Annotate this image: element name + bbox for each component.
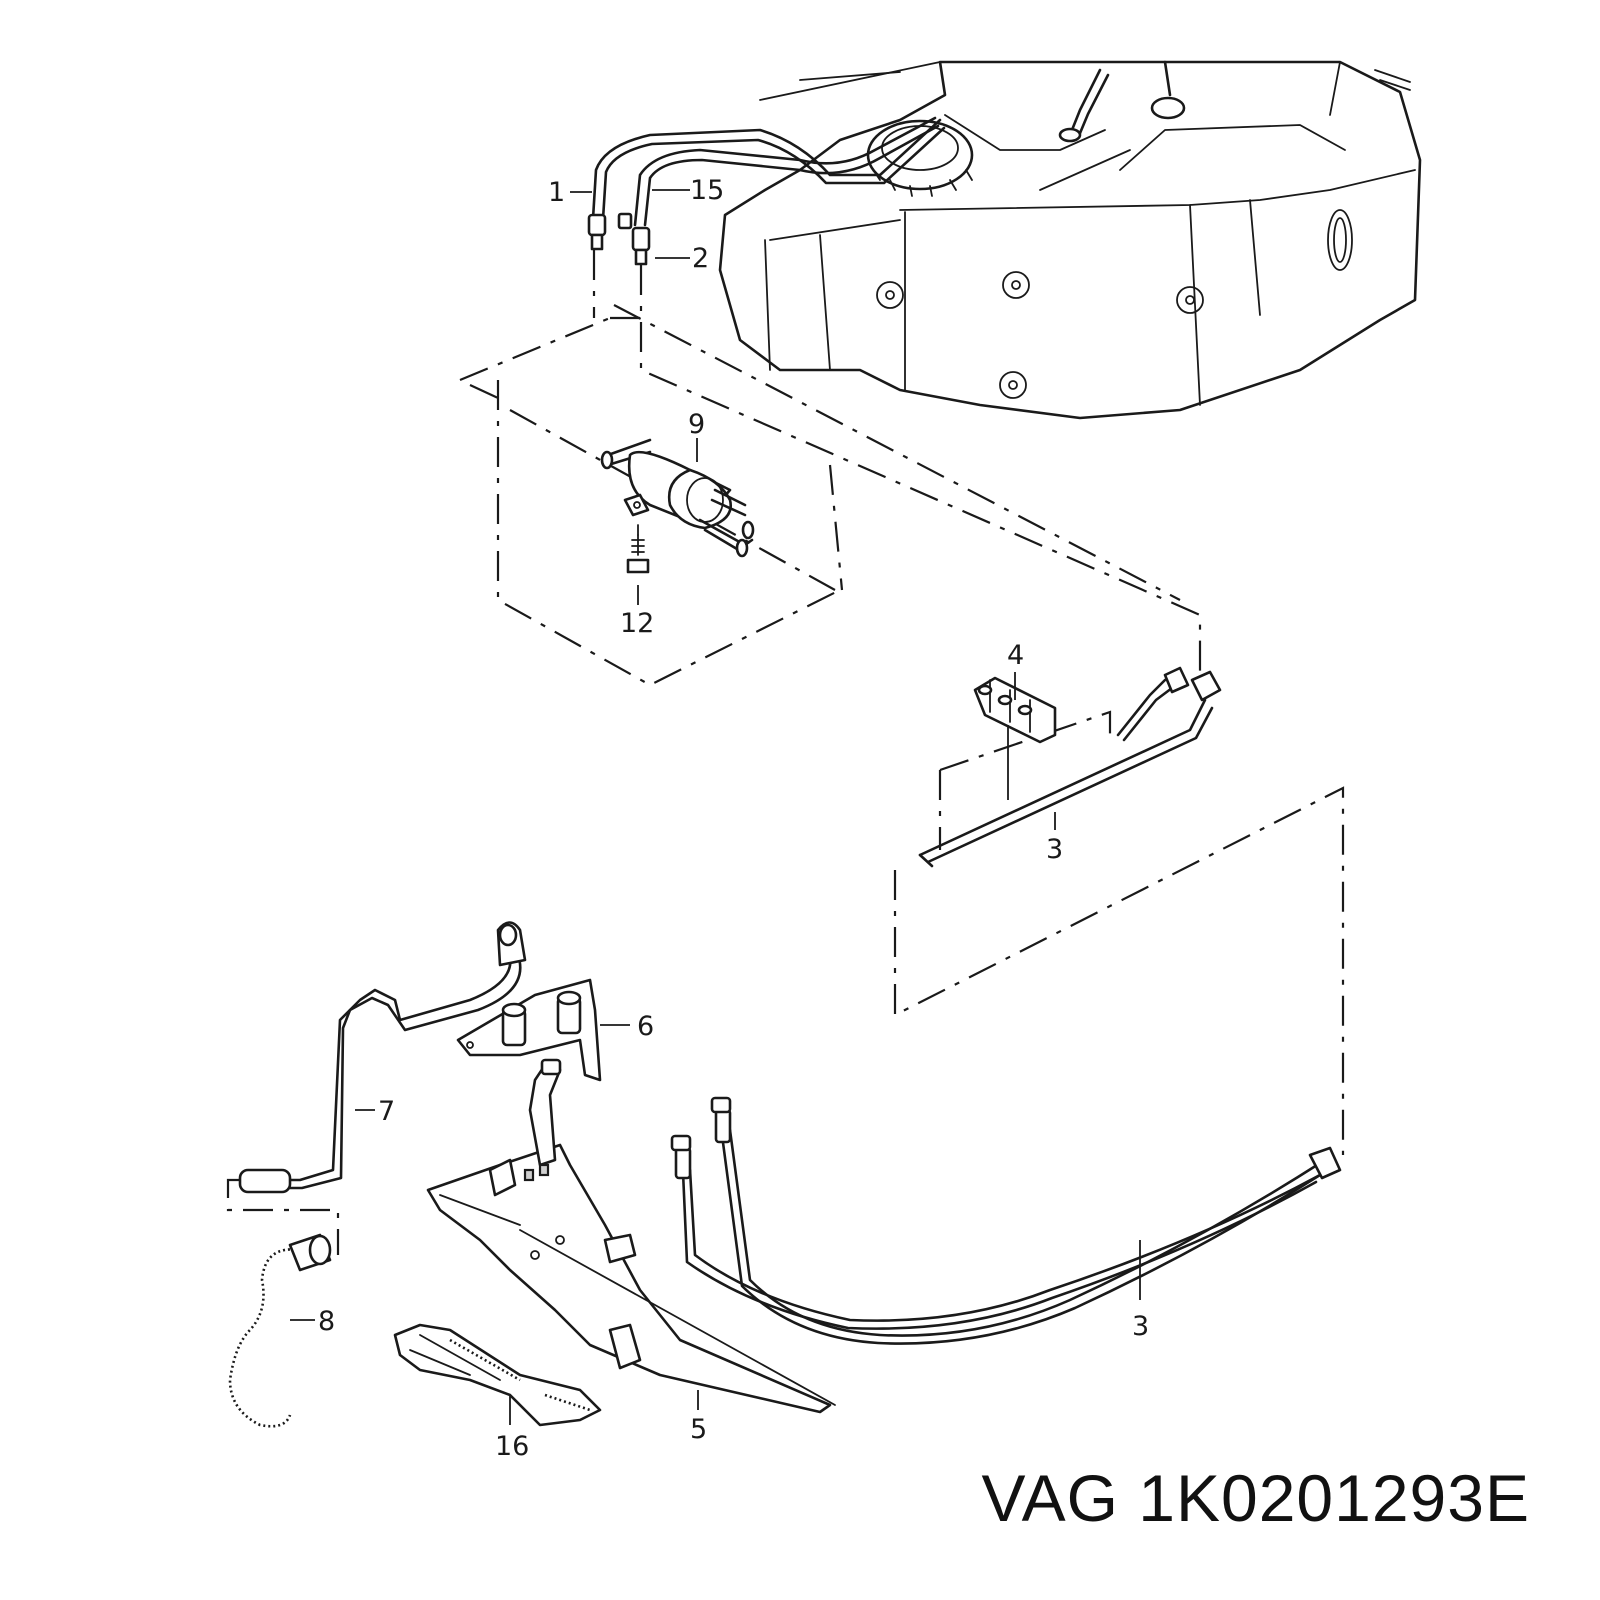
hose-connection-guide (226, 1178, 340, 1255)
callout-2: 2 (692, 243, 709, 274)
callout-7: 7 (378, 1096, 395, 1127)
upper-leader-lines (570, 189, 698, 605)
fuel-line-3-lower (670, 1096, 1342, 1345)
assembly-guide-lines (592, 250, 1345, 1155)
fuel-line-3-upper (918, 666, 1222, 868)
callout-1: 1 (548, 177, 565, 208)
filter-bolt (626, 524, 650, 574)
line-clip (973, 672, 1057, 800)
tank-vent-fittings (1058, 60, 1186, 143)
brand-name: VAG (981, 1461, 1119, 1535)
callout-labels: 1 15 2 9 12 4 3 6 7 8 3 5 16 (318, 175, 1149, 1462)
fuel-filter (600, 438, 755, 558)
callout-6: 6 (637, 1011, 654, 1042)
callout-3-upper: 3 (1046, 834, 1063, 865)
callout-3-lower: 3 (1132, 1311, 1149, 1342)
callout-8: 8 (318, 1306, 335, 1337)
hose-7 (238, 921, 527, 1194)
fuel-line-15 (633, 116, 940, 227)
callout-9: 9 (688, 409, 705, 440)
callout-4: 4 (1007, 640, 1024, 671)
part-number: 1K0201293E (1138, 1461, 1530, 1535)
callout-5: 5 (690, 1414, 707, 1445)
callout-15: 15 (690, 175, 724, 206)
bracket-6 (456, 978, 630, 1082)
callout-12: 12 (620, 608, 654, 639)
fuel-line-2 (617, 212, 651, 266)
protector-16 (393, 1323, 602, 1427)
callout-16: 16 (495, 1431, 529, 1462)
part-number-caption: VAG 1K0201293E (981, 1460, 1530, 1536)
fuel-line-1 (587, 118, 946, 251)
fuel-tank (718, 60, 1422, 420)
underbody-guard-5 (426, 1058, 836, 1414)
hose-8 (228, 1233, 332, 1428)
